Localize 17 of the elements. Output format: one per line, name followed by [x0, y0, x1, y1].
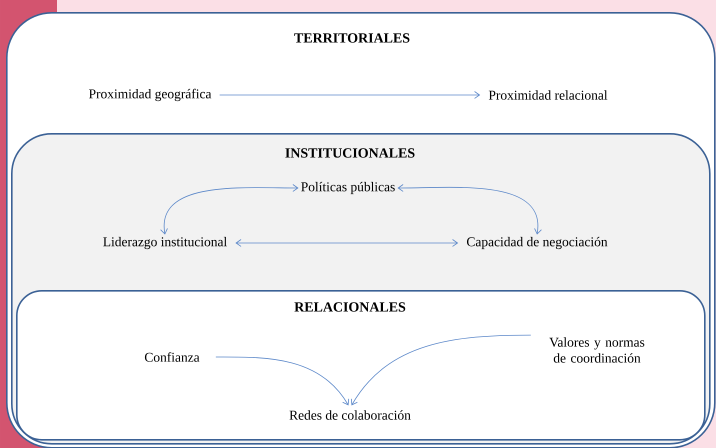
concept-label: Valores y normas de coordinación [549, 337, 644, 363]
concept-label: Confianza [144, 352, 200, 362]
arrow [397, 184, 542, 235]
band-heading: TERRITORIALES [294, 33, 410, 43]
arrow [160, 184, 299, 235]
concept-label: Políticas públicas [301, 182, 395, 194]
arrow [215, 356, 350, 406]
band-heading: RELACIONALES [294, 302, 406, 312]
arrow [235, 239, 458, 247]
concept-label: Liderazgo institucional [103, 236, 227, 250]
concept-label: Proximidad geográfica [88, 88, 212, 102]
arrow [350, 334, 532, 406]
concept-label: Proximidad relacional [488, 90, 608, 100]
concept-label: Redes de colaboración [290, 410, 411, 420]
band-heading: INSTITUCIONALES [285, 148, 414, 158]
concept-label: Capacidad de negociación [466, 236, 608, 250]
arrow [219, 91, 480, 99]
